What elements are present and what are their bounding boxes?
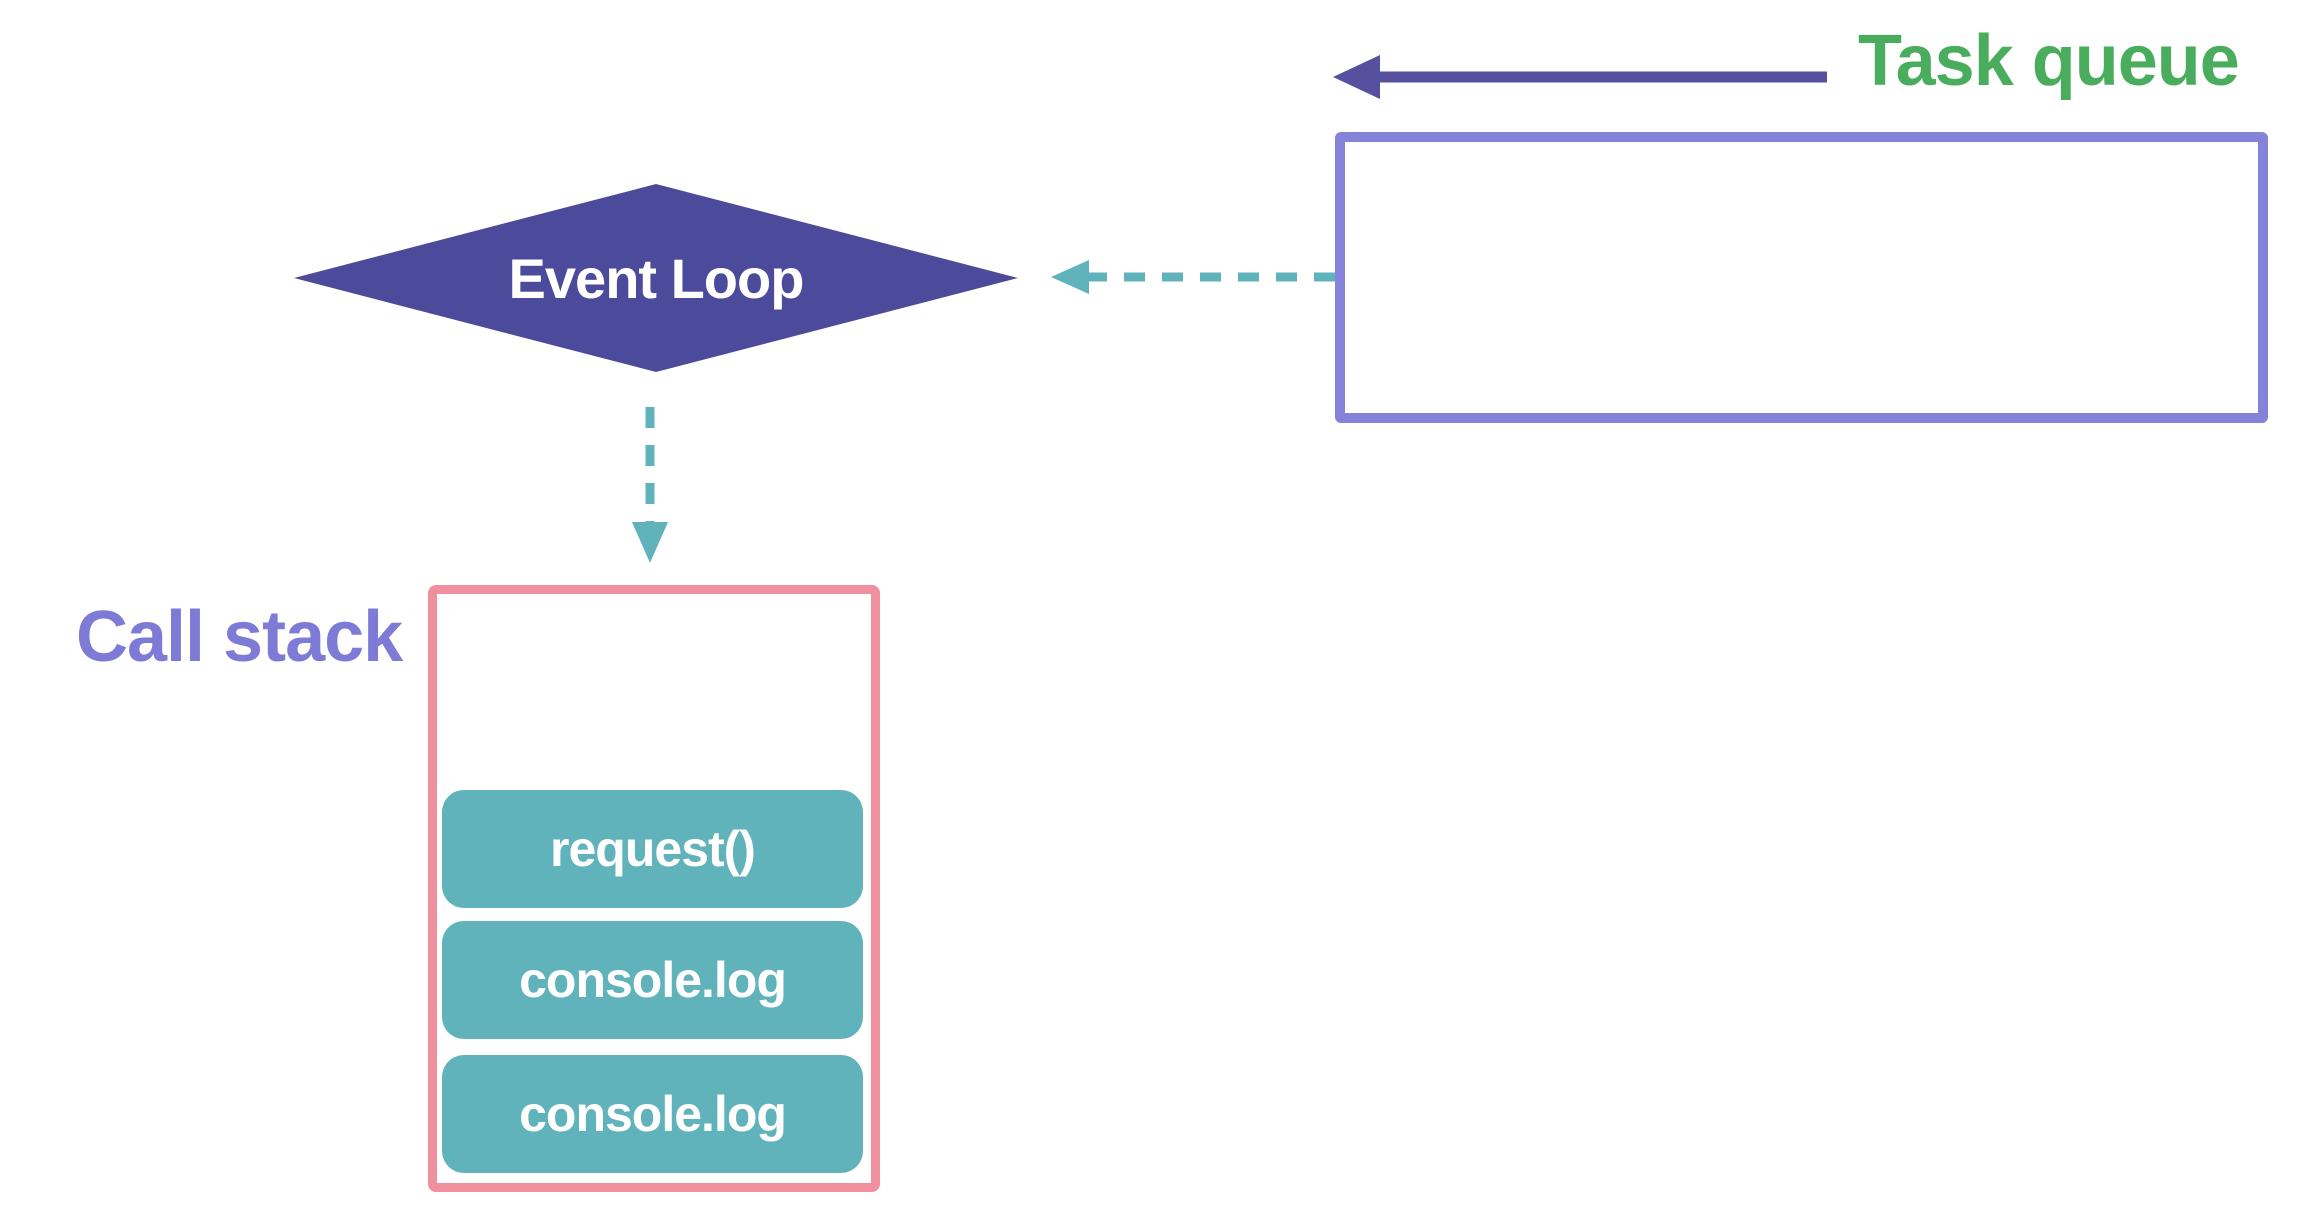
stack-frame-label: console.log: [519, 1086, 787, 1142]
task-queue-arrow-head-icon: [1333, 55, 1380, 99]
event-loop-label: Event Loop: [508, 246, 805, 310]
dashed-arrow-loop-to-stack-head-icon: [632, 522, 668, 563]
stack-frame-label: console.log: [519, 952, 787, 1008]
call-stack-label: Call stack: [76, 597, 403, 677]
dashed-arrow-queue-to-loop-head-icon: [1051, 260, 1089, 294]
task-queue-box: [1335, 132, 2268, 423]
stack-frame-request: request(): [442, 790, 863, 908]
stack-frame-console-log-2: console.log: [442, 1055, 863, 1173]
event-loop-label-wrap: Event Loop: [294, 184, 1018, 372]
stack-frame-console-log-1: console.log: [442, 921, 863, 1039]
task-queue-label: Task queue: [1858, 21, 2240, 101]
stack-frame-label: request(): [550, 821, 756, 877]
